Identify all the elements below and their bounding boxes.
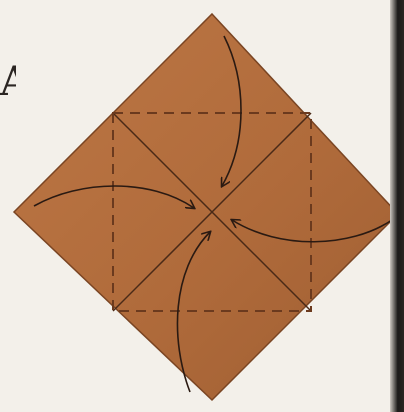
step-label: A [0, 62, 16, 102]
page-edge-shadow [390, 0, 404, 412]
